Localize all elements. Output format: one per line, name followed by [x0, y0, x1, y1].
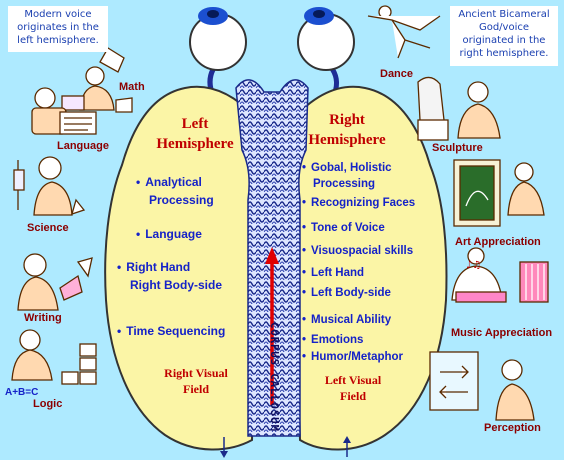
- item-line: Language: [145, 227, 202, 241]
- corpus-callosum-label: CORPUS CALLOSUM: [268, 322, 280, 432]
- right-item-left-body: • Left Body-side: [302, 285, 391, 301]
- dance-figure-icon: [367, 5, 441, 59]
- right-item-faces: • Recognizing Faces: [302, 195, 415, 211]
- visual-field-line: Right Visual: [164, 366, 228, 380]
- left-item-analytical: • Analytical Processing: [136, 173, 214, 209]
- activity-dance: Dance: [380, 68, 414, 80]
- right-hemisphere-shape: [290, 85, 448, 451]
- note-line: God/voice: [478, 22, 530, 33]
- note-line: Modern voice: [24, 9, 92, 20]
- right-item-visuospatial: • Visuospacial skills: [302, 243, 413, 259]
- activity-language: Language: [57, 140, 109, 152]
- item-line: Visuospacial skills: [311, 245, 414, 257]
- bullet-icon: •: [302, 162, 307, 174]
- item-line: Left Hand: [311, 267, 365, 279]
- item-line: Analytical: [145, 175, 202, 189]
- right-item-global: • Gobal, Holistic Processing: [302, 160, 392, 192]
- bullet-icon: •: [302, 267, 307, 279]
- right-eyeball: [297, 7, 355, 71]
- logic-figure-icon: [11, 329, 97, 385]
- right-item-humor: • Humor/Metaphor: [302, 349, 403, 365]
- corpus-callosum-label-box: CORPUS CALLOSUM: [261, 322, 287, 432]
- right-item-tone: • Tone of Voice: [302, 220, 385, 236]
- activity-science: Science: [27, 222, 69, 234]
- left-item-right-hand: • Right Hand Right Body-side: [117, 258, 222, 294]
- logic-formula: A+B=C: [5, 387, 39, 398]
- activity-logic: Logic: [33, 398, 63, 410]
- bullet-icon: •: [136, 227, 141, 241]
- bullet-icon: •: [302, 314, 307, 326]
- bullet-icon: •: [302, 351, 307, 363]
- bullet-icon: •: [302, 334, 307, 346]
- activity-sculpture: Sculpture: [432, 142, 483, 154]
- item-line: Humor/Metaphor: [311, 351, 404, 363]
- red-arrow: [265, 247, 279, 405]
- bullet-icon: •: [136, 175, 141, 189]
- right-item-left-hand: • Left Hand: [302, 265, 364, 281]
- perception-figure-icon: [429, 351, 535, 421]
- music-appreciation-icon: ♪♫: [451, 247, 549, 303]
- item-line: Gobal, Holistic: [311, 162, 392, 174]
- item-line: Left Body-side: [311, 287, 391, 299]
- item-line: Right Hand: [126, 260, 191, 274]
- left-visual-field-label: Left Visual Field: [300, 372, 406, 404]
- right-item-musical: • Musical Ability: [302, 312, 391, 328]
- title-line: Hemisphere: [308, 132, 386, 148]
- right-hemisphere-title: Right Hemisphere: [292, 110, 402, 150]
- item-line: Processing: [149, 193, 214, 207]
- bullet-icon: •: [302, 222, 307, 234]
- art-appreciation-icon: [453, 159, 545, 227]
- sculpture-figure-icon: [417, 76, 501, 141]
- item-line: Processing: [313, 178, 375, 190]
- bullet-icon: •: [117, 260, 122, 274]
- left-eyeball: [189, 7, 247, 71]
- note-line: originates in the: [17, 22, 99, 33]
- modern-voice-note: Modern voice originates in the left hemi…: [8, 6, 108, 52]
- left-item-time-sequencing: • Time Sequencing: [117, 322, 225, 340]
- left-item-language: • Language: [136, 225, 202, 243]
- right-item-emotions: • Emotions: [302, 332, 363, 348]
- activity-math: Math: [119, 81, 145, 93]
- title-line: Left: [181, 116, 209, 132]
- bicameral-voice-note: Ancient Bicameral God/voice originated i…: [450, 6, 558, 66]
- right-visual-field-label: Right Visual Field: [140, 365, 252, 397]
- visual-field-line: Field: [340, 389, 366, 403]
- activity-music-appreciation: Music Appreciation: [451, 327, 553, 339]
- title-line: Right: [329, 112, 365, 128]
- bullet-icon: •: [302, 287, 307, 299]
- item-line: Time Sequencing: [126, 324, 226, 338]
- note-line: right hemisphere.: [459, 48, 549, 59]
- visual-field-line: Field: [183, 382, 209, 396]
- left-hemisphere-shape: [104, 85, 260, 451]
- title-line: Hemisphere: [156, 136, 234, 152]
- writing-figure-icon: [17, 253, 93, 311]
- item-line: Emotions: [311, 334, 364, 346]
- note-line: originated in the: [462, 35, 546, 46]
- item-line: Right Body-side: [130, 278, 222, 292]
- science-figure-icon: [13, 156, 86, 216]
- bullet-icon: •: [117, 324, 122, 338]
- bottom-arrow-left: [220, 437, 228, 458]
- language-figure-icon: [31, 87, 97, 135]
- visual-field-line: Left Visual: [324, 373, 382, 387]
- bottom-arrow-right: [343, 436, 351, 457]
- bullet-icon: •: [302, 245, 307, 257]
- activity-art-appreciation: Art Appreciation: [455, 236, 541, 248]
- item-line: Tone of Voice: [311, 222, 385, 234]
- item-line: Recognizing Faces: [311, 197, 416, 209]
- activity-perception: Perception: [484, 422, 541, 434]
- item-line: Musical Ability: [311, 314, 392, 326]
- note-line: left hemisphere.: [17, 35, 99, 46]
- math-figure-icon: [61, 47, 133, 113]
- note-line: Ancient Bicameral: [458, 9, 550, 20]
- left-hemisphere-title: Left Hemisphere: [145, 114, 245, 154]
- svg-text:♪♫: ♪♫: [466, 260, 481, 271]
- bullet-icon: •: [302, 197, 307, 209]
- activity-writing: Writing: [24, 312, 62, 324]
